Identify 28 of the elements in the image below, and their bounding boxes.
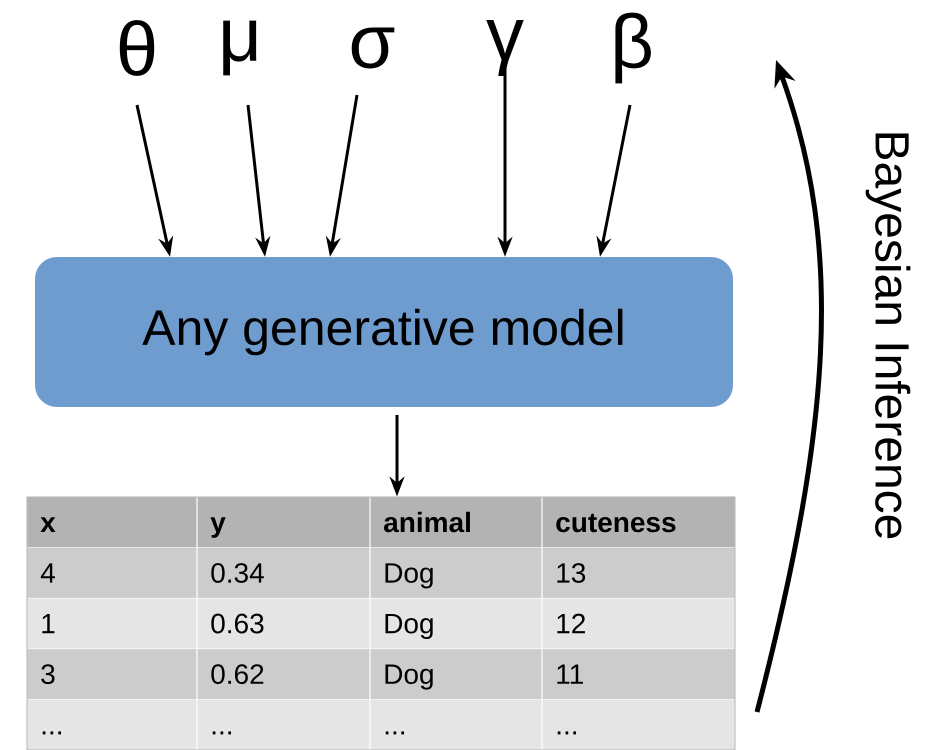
table-cell: ... bbox=[28, 700, 196, 750]
table-cell: 4 bbox=[28, 548, 196, 598]
table-cell: 11 bbox=[542, 649, 734, 700]
model-box: Any generative model bbox=[35, 257, 733, 407]
table-cell: ... bbox=[542, 700, 734, 750]
table-cell: ... bbox=[198, 700, 370, 750]
table-cell: 3 bbox=[28, 649, 196, 700]
parameter-symbol: μ bbox=[223, 20, 256, 76]
table-cell: Dog bbox=[370, 649, 542, 700]
parameter-symbol: β bbox=[615, 12, 651, 84]
parameter-symbol: γ bbox=[486, 20, 524, 76]
parameter-symbol: σ bbox=[352, 28, 394, 68]
table-cell: ... bbox=[370, 700, 542, 750]
data-table bbox=[26, 496, 736, 750]
axis-label: Bayesian Inference bbox=[866, 133, 910, 538]
table-cell: 1 bbox=[28, 598, 196, 648]
table-cell: Dog bbox=[370, 548, 542, 598]
table-cell: 13 bbox=[542, 548, 734, 598]
table-cell: 0.63 bbox=[198, 598, 370, 648]
parameter-symbol: θ bbox=[120, 20, 154, 76]
table-cell: 12 bbox=[542, 598, 734, 648]
table-cell: x bbox=[28, 497, 196, 548]
table-cell: Dog bbox=[370, 598, 542, 648]
table-cell: y bbox=[198, 497, 370, 548]
table-cell: 0.62 bbox=[198, 649, 370, 700]
table-cell: cuteness bbox=[542, 497, 734, 548]
table-cell: animal bbox=[370, 497, 542, 548]
table-cell: 0.34 bbox=[198, 548, 370, 598]
